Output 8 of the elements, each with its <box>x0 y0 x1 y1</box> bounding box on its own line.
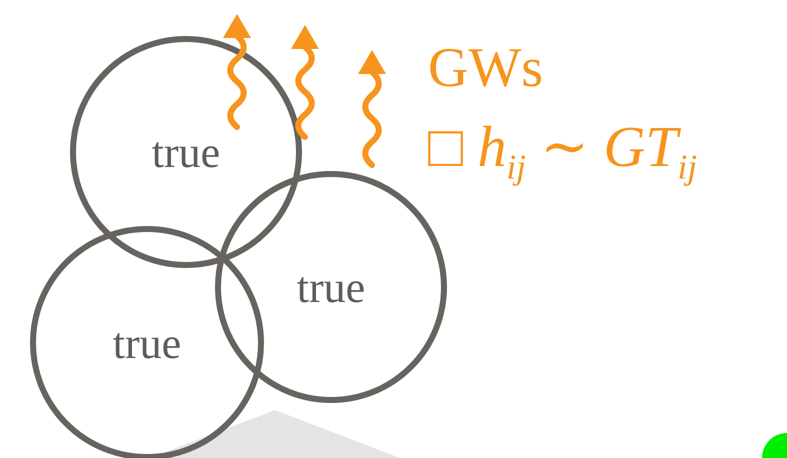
node-label: true <box>296 262 366 312</box>
circle-node <box>215 171 447 403</box>
node-label: true <box>152 126 220 178</box>
formula-label: □ h$_{ij}$ ∼ GT$_{ij}$ <box>428 113 697 188</box>
circle-node <box>30 226 264 458</box>
circle-node <box>70 36 302 268</box>
node-label: true <box>112 318 182 368</box>
heading-label: GWs <box>428 36 544 100</box>
